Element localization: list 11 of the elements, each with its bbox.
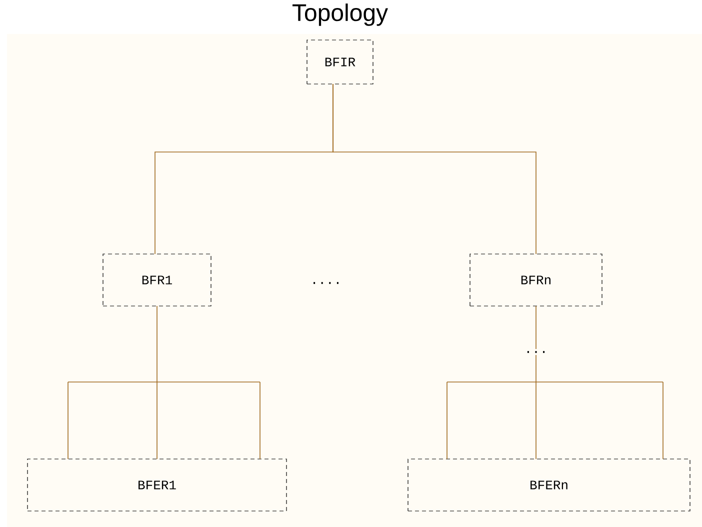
title: Topology [292,4,388,26]
router-box: BFER1 [27,458,287,512]
connector-line [446,306,664,460]
router-box: BFRn [470,254,602,306]
ellipsis-label: .... [314,282,338,284]
router-box: BFR1 [102,254,212,306]
connector-line [332,84,536,254]
edge-label: ... [527,351,545,353]
router-box: BFERn [408,458,690,512]
router-box: BFIR [306,40,374,84]
connector-line [68,306,260,460]
